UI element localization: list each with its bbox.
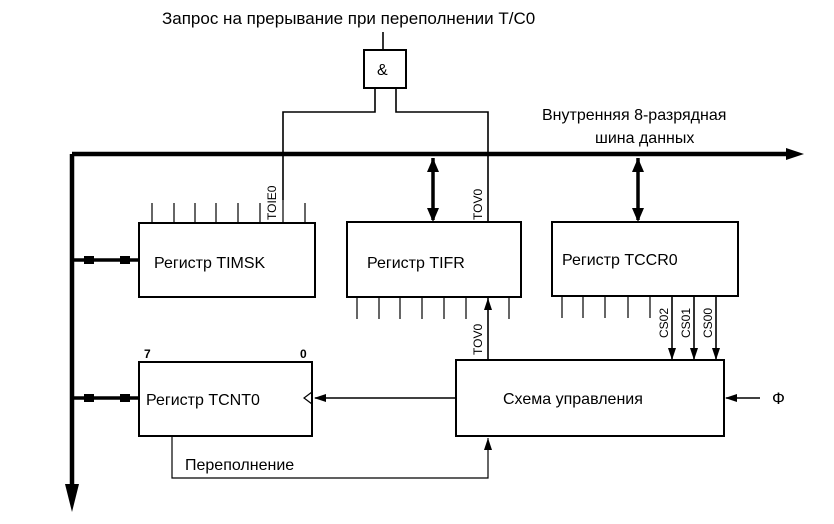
overflow-arrow-icon (484, 438, 492, 450)
timsk-bus-arrow-icon (84, 256, 94, 264)
tccr0-up-arrow-icon (632, 158, 644, 172)
register-tifr-label: Регистр TIFR (367, 255, 465, 272)
tcnt0-bus-arrow-icon (84, 394, 94, 402)
clock-input-arrow-icon (725, 394, 737, 402)
toie0-bit-label: TOIE0 (265, 185, 279, 220)
overflow-line (171, 436, 489, 479)
cs01-bit-label: CS01 (679, 308, 693, 338)
register-tifr: Регистр TIFR TOV0 TOV0 (346, 158, 522, 360)
register-timsk: Регистр TIMSK TOIE0 (72, 185, 316, 298)
and-gate-label: & (377, 62, 388, 79)
clock-input-label: Ф (772, 389, 785, 408)
bus-arrow-right-icon (786, 148, 804, 160)
tifr-down-arrow-icon (427, 208, 439, 222)
timsk-bit-lines (151, 200, 306, 223)
cs00-arrow-icon (712, 348, 720, 360)
control-to-tcnt0-arrow-icon (314, 394, 326, 402)
cs02-bit-label: CS02 (657, 308, 671, 338)
control-unit-box (455, 359, 725, 437)
and-gate (363, 49, 407, 89)
cs02-arrow-icon (668, 348, 676, 360)
control-unit-label: Схема управления (503, 391, 643, 408)
tov0-up-arrow-icon (484, 298, 492, 310)
tifr-bit-lines (356, 297, 510, 319)
register-tccr0: Регистр TCCR0 CS02 CS01 CS00 (551, 158, 739, 360)
cs00-bit-label: CS00 (701, 308, 715, 338)
tov0-top-line (395, 88, 489, 222)
register-tccr0-label: Регистр TCCR0 (562, 252, 678, 269)
clock-input-symbol-icon (303, 391, 313, 405)
tov0-top-bit-label: TOV0 (471, 189, 485, 220)
overflow-label: Переполнение (185, 457, 294, 474)
register-tifr-box (346, 221, 522, 298)
register-tcnt0-label: Регистр TCNT0 (146, 392, 260, 409)
tccr0-bit-lines (561, 296, 651, 318)
interrupt-request-title: Запрос на прерывание при переполнении T/… (162, 9, 535, 28)
cs01-arrow-icon (690, 348, 698, 360)
tccr0-down-arrow-icon (632, 208, 644, 222)
register-tccr0-box (551, 221, 739, 297)
toie0-line (282, 88, 376, 200)
bus-label-line2: шина данных (595, 130, 694, 147)
register-tcnt0-box (138, 361, 313, 437)
bus-arrow-down-icon (65, 484, 79, 512)
register-tcnt0: Регистр TCNT0 7 0 (72, 347, 313, 437)
control-unit: Схема управления Ф (314, 359, 785, 437)
tcnt0-msb-label: 7 (144, 347, 151, 361)
tov0-bottom-bit-label: TOV0 (471, 324, 485, 355)
register-timsk-box (138, 222, 316, 298)
tcnt0-lsb-label: 0 (300, 347, 307, 361)
tifr-up-arrow-icon (427, 158, 439, 172)
register-timsk-label: Регистр TIMSK (154, 255, 266, 272)
timsk-arrow-icon (120, 256, 130, 264)
tcnt0-arrow-icon (120, 394, 130, 402)
bus-label-line1: Внутренняя 8-разрядная (542, 107, 726, 124)
